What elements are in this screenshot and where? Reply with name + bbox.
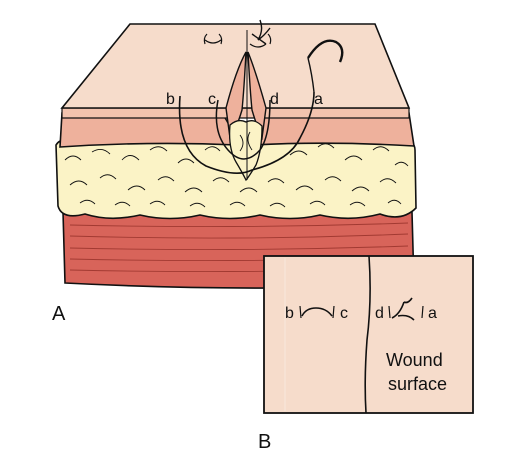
- panel-b-caption-line2: surface: [388, 374, 447, 394]
- panel-b-stitch-a: a: [428, 305, 437, 322]
- stitch-label-c: c: [208, 91, 216, 108]
- fat-lobules: [64, 143, 409, 208]
- suture-loop-outer: [178, 91, 315, 174]
- panel-a-tissue-block: b c d a: [55, 19, 417, 289]
- panel-b-caption-line1: Wound: [386, 350, 443, 370]
- panel-b-tick-a: [421, 305, 424, 319]
- needle-icon: [306, 39, 344, 63]
- panel-b-knot-icon: [391, 297, 415, 321]
- panel-b-label: B: [258, 431, 271, 453]
- panel-b-frame: [263, 255, 474, 414]
- panel-b-suture-bc: [301, 307, 333, 317]
- stitch-label-a: a: [314, 91, 323, 108]
- wound-cleft-detail: [239, 131, 253, 152]
- stitch-label-d: d: [270, 91, 279, 108]
- panel-b-wound-line: [364, 255, 371, 414]
- panel-b-stitch-b: b: [285, 305, 294, 322]
- knot-icon: [251, 19, 271, 45]
- panel-b-tick-b: [299, 305, 302, 319]
- suture-loop-inner: [215, 99, 271, 160]
- panel-b-tick-c: [332, 305, 335, 319]
- panel-b-stitch-d: d: [375, 305, 384, 322]
- needle-thread: [307, 57, 315, 93]
- skin-surface: [60, 23, 411, 109]
- panel-a-label: A: [52, 303, 66, 325]
- panel-b-stitch-c: c: [340, 305, 348, 322]
- surface-tie-right: [249, 33, 272, 48]
- panel-b-tick-d: [388, 305, 391, 319]
- surface-tie-left: [203, 33, 223, 45]
- stitch-label-b: b: [166, 91, 175, 108]
- panel-b-surface-view: b c d a Wound surface: [263, 255, 474, 414]
- wound-cleft: [228, 119, 263, 182]
